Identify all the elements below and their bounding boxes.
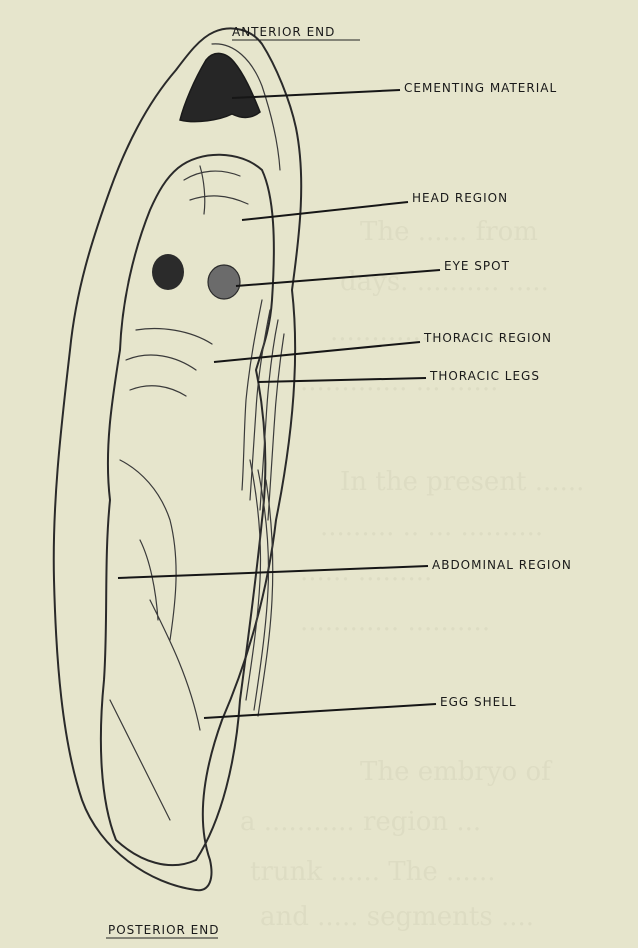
bleed-through-texture: The ...... from days. .......... ..... .…: [240, 217, 584, 932]
svg-text:The embryo of: The embryo of: [360, 757, 553, 787]
label-cementing-material: CEMENTING MATERIAL: [404, 81, 557, 95]
thoracic-region-detail: [126, 329, 212, 396]
svg-text:...... .........: ...... .........: [300, 557, 432, 587]
label-eye-spot: EYE SPOT: [444, 259, 510, 273]
head-region-detail: [184, 166, 248, 214]
leader-thoracic-region: [214, 342, 420, 362]
abdominal-region-detail: [110, 460, 200, 820]
svg-text:a ........... region ...: a ........... region ...: [240, 807, 481, 837]
egg-shell-outline: [54, 28, 301, 890]
eye-spot-left: [152, 254, 184, 290]
label-thoracic-region: THORACIC REGION: [423, 331, 552, 345]
label-egg-shell: EGG SHELL: [440, 695, 517, 709]
svg-text:The ...... from: The ...... from: [360, 217, 538, 247]
svg-text:In the present ......: In the present ......: [340, 467, 584, 497]
label-abdominal-region: ABDOMINAL REGION: [432, 558, 572, 572]
cementing-material-blob: [180, 53, 260, 121]
label-head-region: HEAD REGION: [412, 191, 508, 205]
svg-text:......... .. ... ..........: ......... .. ... ..........: [320, 512, 543, 542]
label-anterior-end: ANTERIOR END: [232, 25, 335, 39]
svg-text:trunk ...... The ......: trunk ...... The ......: [250, 857, 496, 887]
svg-text:and ..... segments ....: and ..... segments ....: [260, 902, 534, 932]
svg-text:............ ..........: ............ ..........: [300, 607, 490, 637]
label-posterior-end: POSTERIOR END: [108, 923, 219, 937]
eye-spot-right: [208, 265, 240, 299]
label-thoracic-legs: THORACIC LEGS: [429, 369, 540, 383]
embryo-body-outline: [101, 155, 274, 865]
leader-cementing-material: [232, 90, 400, 98]
